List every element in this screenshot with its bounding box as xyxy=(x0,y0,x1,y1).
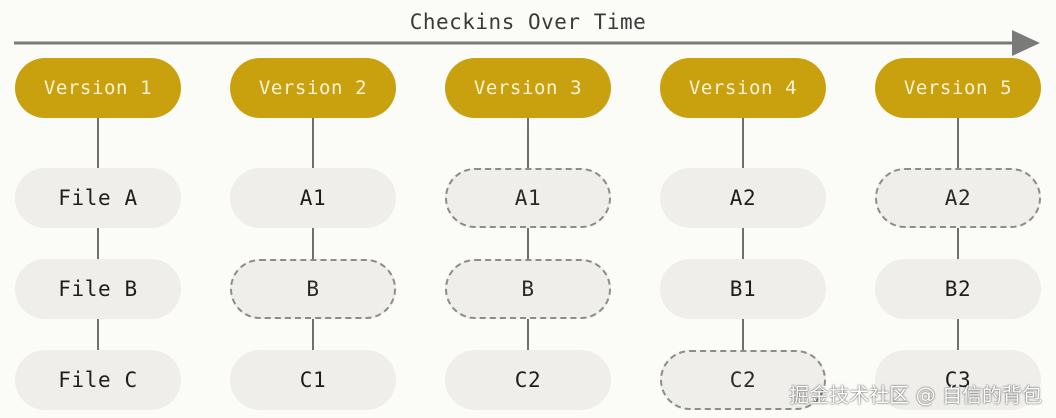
file-snapshot-node: B1 xyxy=(660,259,826,319)
connector-line xyxy=(957,319,959,350)
file-snapshot-node: File A xyxy=(15,168,181,228)
connector-line xyxy=(312,319,314,350)
file-reference-node: A1 xyxy=(445,168,611,228)
version-node: Version 4 xyxy=(660,58,826,118)
connector-line xyxy=(97,118,99,168)
connector-line xyxy=(957,118,959,168)
file-snapshot-node: File B xyxy=(15,259,181,319)
connector-line xyxy=(742,228,744,259)
file-snapshot-node: A1 xyxy=(230,168,396,228)
timeline-arrow-head xyxy=(1012,30,1040,56)
connector-line xyxy=(527,228,529,259)
version-node: Version 3 xyxy=(445,58,611,118)
connector-line xyxy=(312,118,314,168)
file-reference-node: B xyxy=(445,259,611,319)
file-snapshot-node: B2 xyxy=(875,259,1041,319)
version-column: Version 1 File A File B File C xyxy=(15,0,181,418)
file-reference-node: C2 xyxy=(660,350,826,410)
diagram-title: Checkins Over Time xyxy=(409,10,647,34)
connector-line xyxy=(97,319,99,350)
connector-line xyxy=(742,319,744,350)
connector-line xyxy=(957,228,959,259)
connector-line xyxy=(97,228,99,259)
version-node: Version 1 xyxy=(15,58,181,118)
file-snapshot-node: C1 xyxy=(230,350,396,410)
file-reference-node: A2 xyxy=(875,168,1041,228)
file-reference-node: B xyxy=(230,259,396,319)
connector-line xyxy=(742,118,744,168)
file-snapshot-node: C2 xyxy=(445,350,611,410)
connector-line xyxy=(312,228,314,259)
file-snapshot-node: C3 xyxy=(875,350,1041,410)
watermark: 掘金技术社区 @ 自信的背包 xyxy=(789,383,1042,407)
file-snapshot-node: File C xyxy=(15,350,181,410)
file-snapshot-node: A2 xyxy=(660,168,826,228)
version-node: Version 2 xyxy=(230,58,396,118)
version-node: Version 5 xyxy=(875,58,1041,118)
connector-line xyxy=(527,319,529,350)
connector-line xyxy=(527,118,529,168)
